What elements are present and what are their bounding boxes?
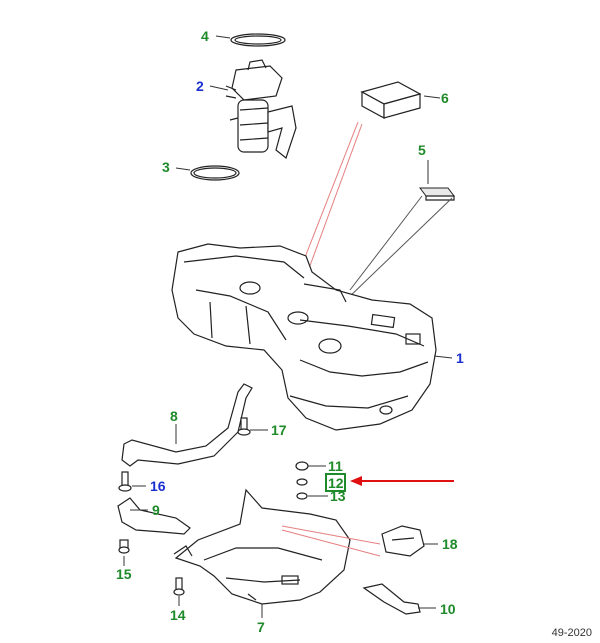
part-14-bolt[interactable] (173, 577, 185, 596)
callout-11: 11 (328, 458, 343, 474)
part-11-grommet[interactable] (295, 461, 309, 471)
diagram-code: 49-2020 (551, 627, 592, 639)
callout-8: 8 (170, 408, 178, 424)
part-8-tank-strap[interactable] (121, 383, 253, 467)
part-15-nut[interactable] (118, 539, 130, 554)
callout-5: 5 (418, 142, 426, 158)
callout-7: 7 (257, 619, 265, 635)
callout-14: 14 (170, 607, 186, 623)
callout-13: 13 (330, 488, 346, 504)
callout-17: 17 (271, 422, 287, 438)
callout-12: 12 (328, 475, 344, 491)
part-5-pad[interactable] (419, 187, 455, 201)
part-10-bracket[interactable] (362, 583, 421, 615)
installation-leader-lines (299, 121, 453, 301)
callout-9: 9 (152, 502, 160, 518)
pointer-arrow (350, 476, 454, 486)
part-6-module-box[interactable] (360, 81, 422, 120)
part-7-heat-shield[interactable] (173, 488, 381, 605)
part-12-washer[interactable] (296, 478, 308, 486)
part-13-washer[interactable] (296, 492, 308, 500)
callout-leaders (123, 35, 453, 618)
callout-15: 15 (116, 566, 132, 582)
callout-4: 4 (201, 28, 209, 44)
callout-3: 3 (162, 159, 170, 175)
part-9-bracket[interactable] (117, 497, 191, 535)
part-3-seal-ring[interactable] (190, 165, 240, 181)
callout-18: 18 (442, 536, 458, 552)
callout-10: 10 (440, 601, 456, 617)
callout-2: 2 (196, 78, 204, 94)
part-18-cover[interactable] (381, 525, 425, 557)
part-1-fuel-tank[interactable] (171, 243, 437, 431)
callout-1: 1 (456, 350, 464, 366)
part-16-bolt[interactable] (118, 471, 132, 492)
callout-12-highlight: 12 (325, 473, 346, 492)
part-17-bolt[interactable] (237, 417, 251, 436)
callout-6: 6 (441, 90, 449, 106)
part-2-fuel-pump-module[interactable] (225, 59, 297, 160)
callout-16: 16 (150, 478, 166, 494)
part-4-seal-ring[interactable] (230, 33, 286, 47)
